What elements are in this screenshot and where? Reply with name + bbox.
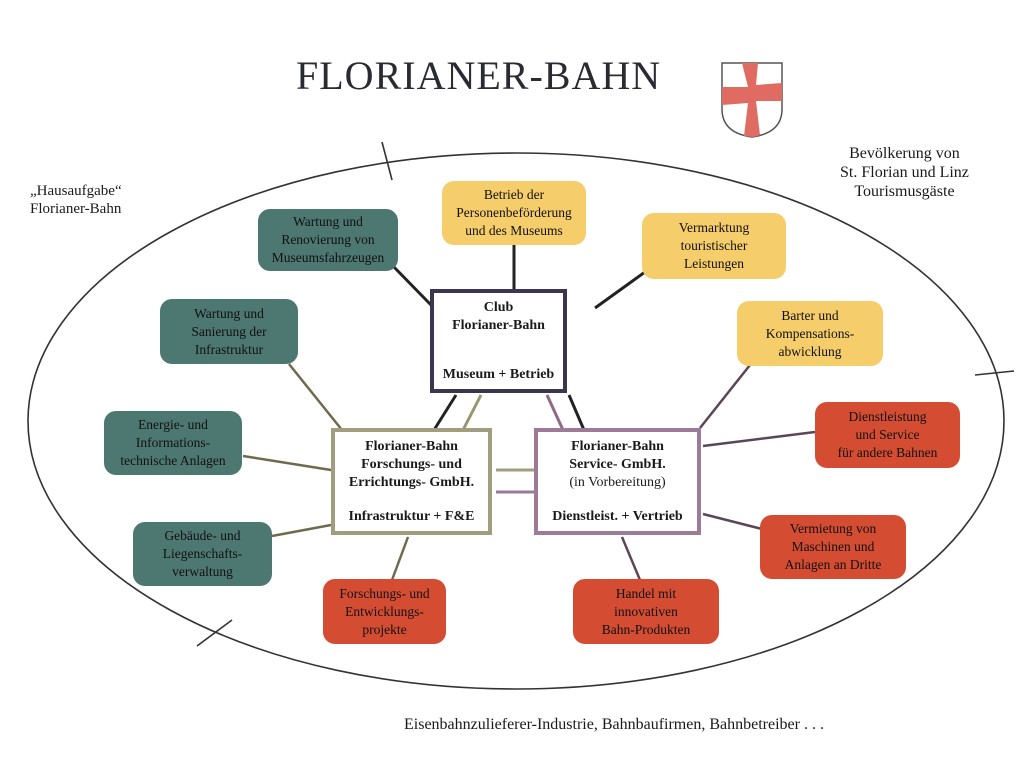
population-note-line-1: Bevölkerung von: [849, 145, 960, 162]
ellipse-tick-bottom-left: [196, 619, 233, 647]
node-gebaeude: Gebäude- und Liegenschafts- verwaltung: [133, 522, 272, 586]
line-fue-gebaeude: [271, 523, 332, 538]
homework-note-line-1: „Hausaufgabe“: [30, 183, 122, 199]
org-svc-note: (in Vorbereitung): [569, 475, 666, 490]
org-club-florianer-bahn: Club Florianer-Bahn Museum + Betrieb: [430, 289, 567, 393]
coat-of-arms-icon: [721, 62, 783, 138]
node-betrieb-label: Betrieb der Personenbeförderung und des …: [456, 187, 572, 238]
population-note-line-2: St. Florian und Linz: [840, 164, 969, 181]
line-club-fue-2: [461, 394, 483, 431]
population-note-line-3: Tourismusgäste: [854, 183, 955, 200]
node-energie: Energie- und Informations- technische An…: [104, 411, 242, 475]
org-forschungs-errichtungs-gmbh: Florianer-Bahn Forschungs- und Errichtun…: [331, 428, 492, 535]
industry-note: Eisenbahnzulieferer-Industrie, Bahnbaufi…: [404, 716, 824, 733]
node-betrieb: Betrieb der Personenbeförderung und des …: [442, 181, 586, 245]
node-vermietung-label: Vermietung von Maschinen und Anlagen an …: [784, 521, 882, 572]
node-handel: Handel mit innovativen Bahn-Produkten: [573, 579, 719, 644]
node-handel-label: Handel mit innovativen Bahn-Produkten: [601, 585, 691, 637]
org-club-subtitle: Museum + Betrieb: [442, 367, 555, 382]
environment-ellipse: [27, 152, 1005, 690]
line-club-svc-1: [545, 394, 565, 431]
node-wartung-museum: Wartung und Renovierung von Museumsfahrz…: [258, 209, 398, 271]
node-barter-label: Barter und Kompensations- abwicklung: [765, 307, 855, 359]
line-fue-wartung-infra: [288, 363, 343, 431]
line-club-vermarktung: [594, 270, 646, 310]
node-wartung-infra: Wartung und Sanierung der Infrastruktur: [160, 299, 298, 364]
org-svc-subtitle: Dienstleist. + Vertrieb: [552, 509, 683, 524]
node-vermarktung: Vermarktung touristischer Leistungen: [642, 213, 786, 279]
line-svc-dienstleistung: [702, 430, 816, 448]
node-forschung-label: Forschungs- und Entwicklungs- projekte: [339, 585, 430, 637]
node-forschung: Forschungs- und Entwicklungs- projekte: [323, 579, 446, 644]
ellipse-tick-top: [381, 141, 393, 181]
node-wartung-museum-label: Wartung und Renovierung von Museumsfahrz…: [271, 214, 385, 265]
homework-note-line-2: Florianer-Bahn: [30, 201, 122, 217]
node-vermietung: Vermietung von Maschinen und Anlagen an …: [760, 515, 906, 579]
line-svc-vermietung: [702, 512, 763, 531]
node-dienstleistung: Dienstleistung und Service für andere Ba…: [815, 402, 960, 468]
line-club-fue-1: [432, 394, 458, 431]
node-gebaeude-label: Gebäude- und Liegenschafts- verwaltung: [162, 528, 243, 579]
node-barter: Barter und Kompensations- abwicklung: [737, 301, 883, 366]
node-energie-label: Energie- und Informations- technische An…: [120, 417, 226, 468]
line-club-wartung-museum: [390, 263, 434, 308]
line-fue-energie: [242, 454, 332, 472]
line-club-svc-2: [567, 394, 586, 431]
org-svc-title: Florianer-Bahn Service- GmbH.: [569, 439, 666, 472]
org-fue-title: Florianer-Bahn Forschungs- und Errichtun…: [348, 439, 475, 490]
line-fue-forschung: [390, 536, 410, 581]
homework-note: „Hausaufgabe“ Florianer-Bahn: [30, 182, 122, 218]
page-title: FLORIANER-BAHN: [296, 53, 662, 98]
line-svc-barter: [699, 364, 751, 429]
node-vermarktung-label: Vermarktung touristischer Leistungen: [678, 220, 750, 271]
node-wartung-infra-label: Wartung und Sanierung der Infrastruktur: [191, 305, 267, 357]
node-dienstleistung-label: Dienstleistung und Service für andere Ba…: [837, 409, 938, 460]
ellipse-tick-right: [974, 370, 1015, 376]
population-note: Bevölkerung von St. Florian und Linz Tou…: [840, 144, 969, 201]
org-fue-subtitle: Infrastruktur + F&E: [348, 509, 475, 524]
org-service-gmbh: Florianer-Bahn Service- GmbH. (in Vorber…: [534, 428, 701, 535]
line-svc-handel: [620, 536, 642, 581]
org-club-title: Club Florianer-Bahn: [452, 300, 545, 333]
